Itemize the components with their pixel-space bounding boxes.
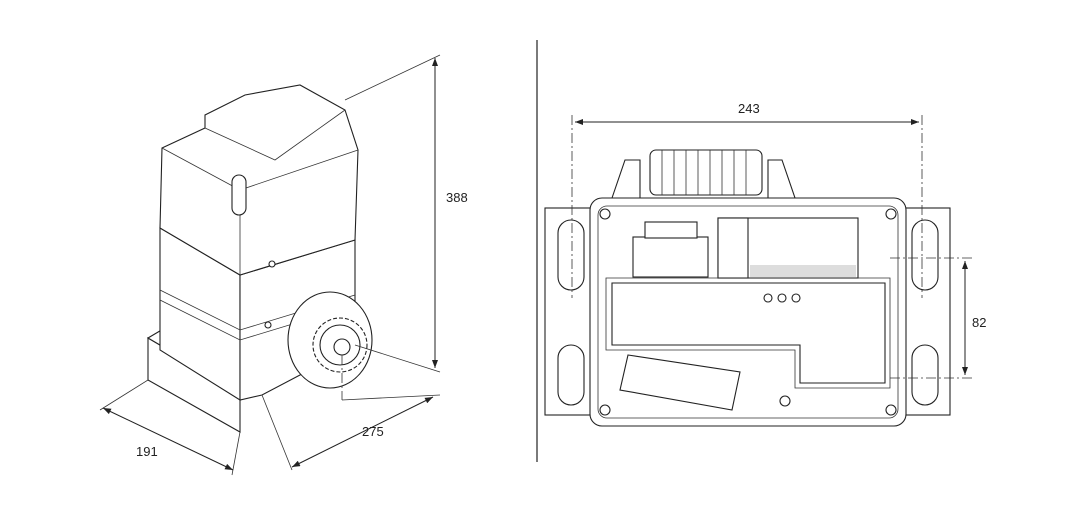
dimension-depth-label: 191	[136, 444, 158, 459]
dimension-length-label: 275	[362, 424, 384, 439]
dimension-slot-spacing-label: 82	[972, 315, 987, 330]
gear-icon	[312, 317, 368, 373]
top-view	[544, 115, 975, 427]
dimension-mounting-width-label: 243	[738, 101, 760, 116]
dimension-height-label: 388	[446, 190, 468, 205]
isometric-view	[99, 54, 441, 476]
gear-icon	[649, 149, 763, 196]
